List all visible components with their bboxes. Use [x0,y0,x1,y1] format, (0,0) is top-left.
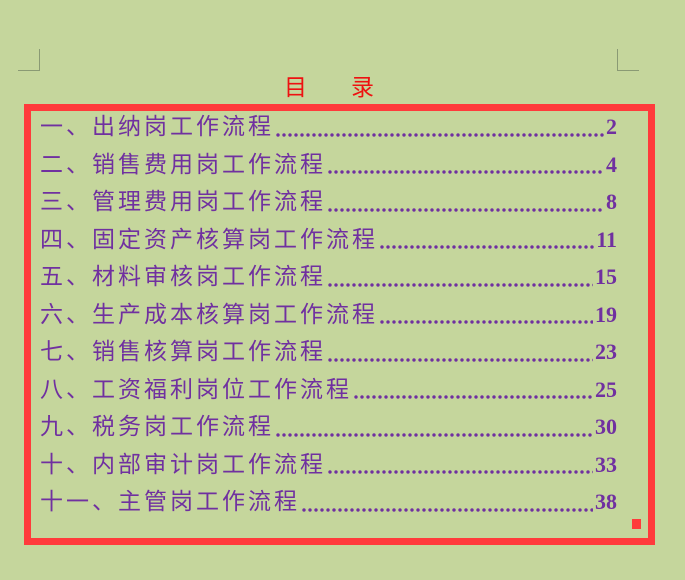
page-corner-mark-left [18,49,40,71]
page-corner-mark-right [617,49,639,71]
toc-title-char-1: 目 [284,75,307,101]
toc-entry-label: 十一、主管岗工作流程 [40,489,300,515]
toc-entry-label: 二、销售费用岗工作流程 [40,151,326,178]
table-of-contents: 一、出纳岗工作流程 2 二、销售费用岗工作流程 4 三、管理费用岗工作流程 8 … [40,108,617,521]
toc-entry-page: 2 [606,114,617,139]
toc-entry-page: 30 [595,414,617,439]
toc-entry[interactable]: 七、销售核算岗工作流程 23 [40,333,617,371]
toc-dot-leader [327,170,604,175]
toc-entry-label: 一、出纳岗工作流程 [40,114,274,140]
toc-entry-page: 11 [596,226,617,252]
toc-title-char-2: 录 [351,75,374,101]
toc-entry-page: 8 [606,189,617,214]
corner-vertical-line [617,49,618,71]
toc-title: 目录 [284,74,374,102]
toc-dot-leader [275,132,604,137]
toc-dot-leader [379,320,593,325]
toc-entry[interactable]: 四、固定资产核算岗工作流程 11 [40,221,617,259]
toc-entry-page: 23 [595,339,617,364]
toc-entry-page: 15 [595,264,617,289]
toc-dot-leader [327,357,593,362]
toc-dot-leader [379,245,595,250]
toc-entry[interactable]: 九、税务岗工作流程 30 [40,408,617,446]
toc-dot-leader [327,470,593,475]
toc-entry[interactable]: 二、销售费用岗工作流程 4 [40,146,617,184]
toc-entry-label: 三、管理费用岗工作流程 [40,189,326,215]
toc-entry-page: 19 [595,301,617,327]
toc-entry-label: 六、生产成本核算岗工作流程 [40,301,378,328]
toc-dot-leader [327,207,604,212]
toc-dot-leader [327,282,593,287]
toc-entry-page: 38 [595,489,617,514]
highlight-frame [24,104,655,545]
toc-entry[interactable]: 一、出纳岗工作流程 2 [40,108,617,146]
toc-entry-page: 33 [595,451,617,477]
corner-vertical-line [39,49,40,71]
toc-entry[interactable]: 六、生产成本核算岗工作流程 19 [40,296,617,334]
paragraph-end-marker [632,519,641,529]
toc-entry-label: 四、固定资产核算岗工作流程 [40,226,378,253]
toc-entry-label: 九、税务岗工作流程 [40,414,274,440]
toc-entry-label: 十、内部审计岗工作流程 [40,451,326,478]
toc-entry-page: 25 [595,376,617,402]
toc-dot-leader [353,395,593,400]
corner-horizontal-line [18,70,40,71]
toc-entry-label: 八、工资福利岗位工作流程 [40,376,352,403]
toc-entry[interactable]: 八、工资福利岗位工作流程 25 [40,371,617,409]
toc-entry[interactable]: 三、管理费用岗工作流程 8 [40,183,617,221]
toc-dot-leader [301,507,593,512]
toc-dot-leader [275,432,593,437]
toc-entry-page: 4 [606,151,617,177]
toc-entry[interactable]: 十、内部审计岗工作流程 33 [40,446,617,484]
toc-entry-label: 七、销售核算岗工作流程 [40,339,326,365]
toc-entry[interactable]: 五、材料审核岗工作流程 15 [40,258,617,296]
toc-entry-label: 五、材料审核岗工作流程 [40,264,326,290]
corner-horizontal-line [617,70,639,71]
toc-entry[interactable]: 十一、主管岗工作流程 38 [40,483,617,521]
